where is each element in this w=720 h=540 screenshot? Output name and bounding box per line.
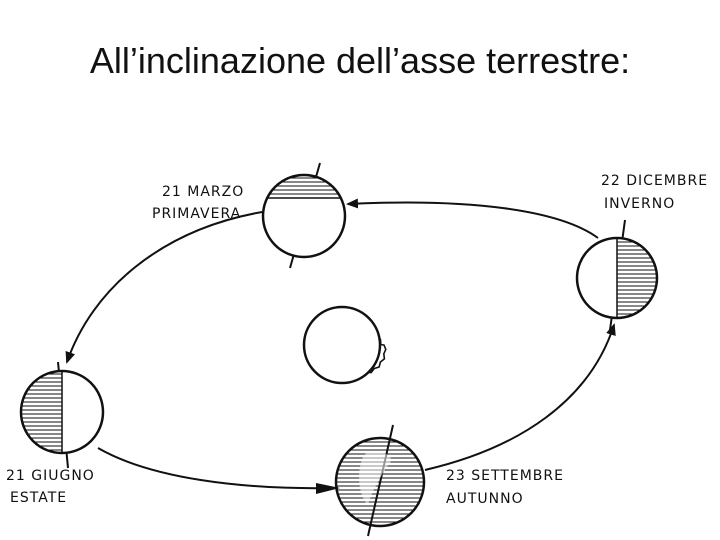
label-march-season: PRIMAVERA <box>152 206 241 222</box>
sun-disc <box>304 307 380 383</box>
label-june-date: 21 GIUGNO <box>6 468 95 484</box>
earth-december <box>577 220 657 330</box>
earth-june <box>21 362 103 468</box>
orbit-arc-dec-to-mar <box>348 202 598 238</box>
orbit-arc-mar-to-jun <box>67 212 262 362</box>
label-december-season: INVERNO <box>604 196 675 212</box>
earth-september <box>336 425 424 536</box>
sun <box>304 307 386 383</box>
label-march-date: 21 MARZO <box>162 184 244 200</box>
earth-shadow <box>617 238 657 318</box>
label-september-season: AUTUNNO <box>446 491 524 507</box>
label-september-date: 23 SETTEMBRE <box>446 468 564 484</box>
orbit-arc-sep-to-dec <box>425 325 614 470</box>
label-june-season: ESTATE <box>10 490 67 506</box>
orbit-arc-jun-to-sep <box>98 448 338 488</box>
earth-shadow <box>267 175 341 198</box>
earth-shadow <box>21 371 62 453</box>
label-december-date: 22 DICEMBRE <box>601 173 708 189</box>
earth-march <box>263 163 345 268</box>
